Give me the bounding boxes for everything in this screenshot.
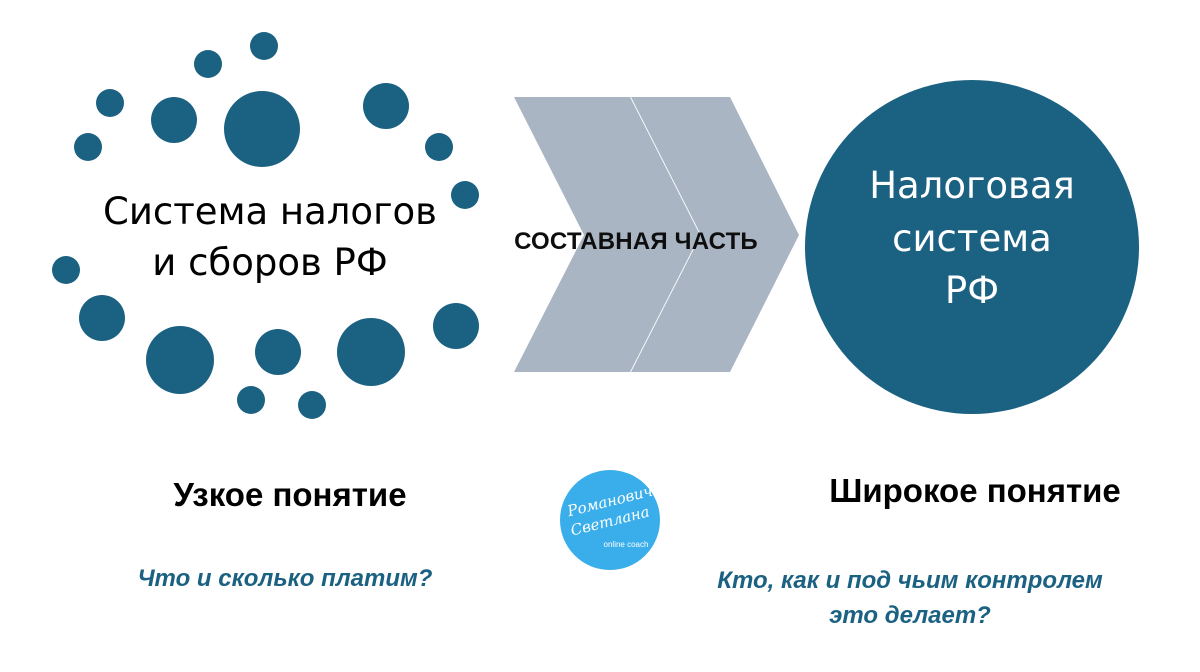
dot (433, 303, 479, 349)
narrow-question: Что и сколько платим? (137, 565, 433, 592)
dot (451, 181, 479, 209)
dot (79, 295, 125, 341)
broad-question-line1: Кто, как и под чьим контролем (717, 567, 1103, 594)
broad-heading: Широкое понятие (829, 472, 1121, 509)
broad-question: Кто, как и под чьим контролем это делает… (680, 564, 1140, 634)
dot (250, 32, 278, 60)
dot (151, 97, 197, 143)
left-title: Система налогов и сборов РФ (40, 186, 500, 288)
right-title: Налоговая система РФ (805, 160, 1139, 318)
author-logo: Романович Светлана online coach (560, 470, 660, 570)
left-title-line2: и сборов РФ (152, 241, 388, 285)
narrow-heading: Узкое понятие (173, 476, 407, 513)
dot (237, 386, 265, 414)
dot (363, 83, 409, 129)
right-title-line3: РФ (944, 269, 1000, 313)
connector-label: СОСТАВНАЯ ЧАСТЬ (514, 228, 758, 255)
dot (255, 329, 301, 375)
dot (224, 91, 300, 167)
dot (96, 89, 124, 117)
broad-question-line2: это делает? (829, 601, 991, 629)
dot (74, 133, 102, 161)
right-title-line2: система (892, 216, 1052, 260)
dot (146, 326, 214, 394)
big-circle (805, 80, 1139, 414)
right-title-line1: Налоговая (869, 164, 1075, 207)
dot (298, 391, 326, 419)
dot (194, 50, 222, 78)
chevron-arrow-2 (631, 97, 799, 372)
chevron-arrow-1 (514, 97, 700, 372)
left-title-line1: Система налогов (103, 190, 437, 233)
logo-line3: online coach (603, 540, 649, 549)
dot (425, 133, 453, 161)
dot (52, 256, 80, 284)
dot (337, 318, 405, 386)
